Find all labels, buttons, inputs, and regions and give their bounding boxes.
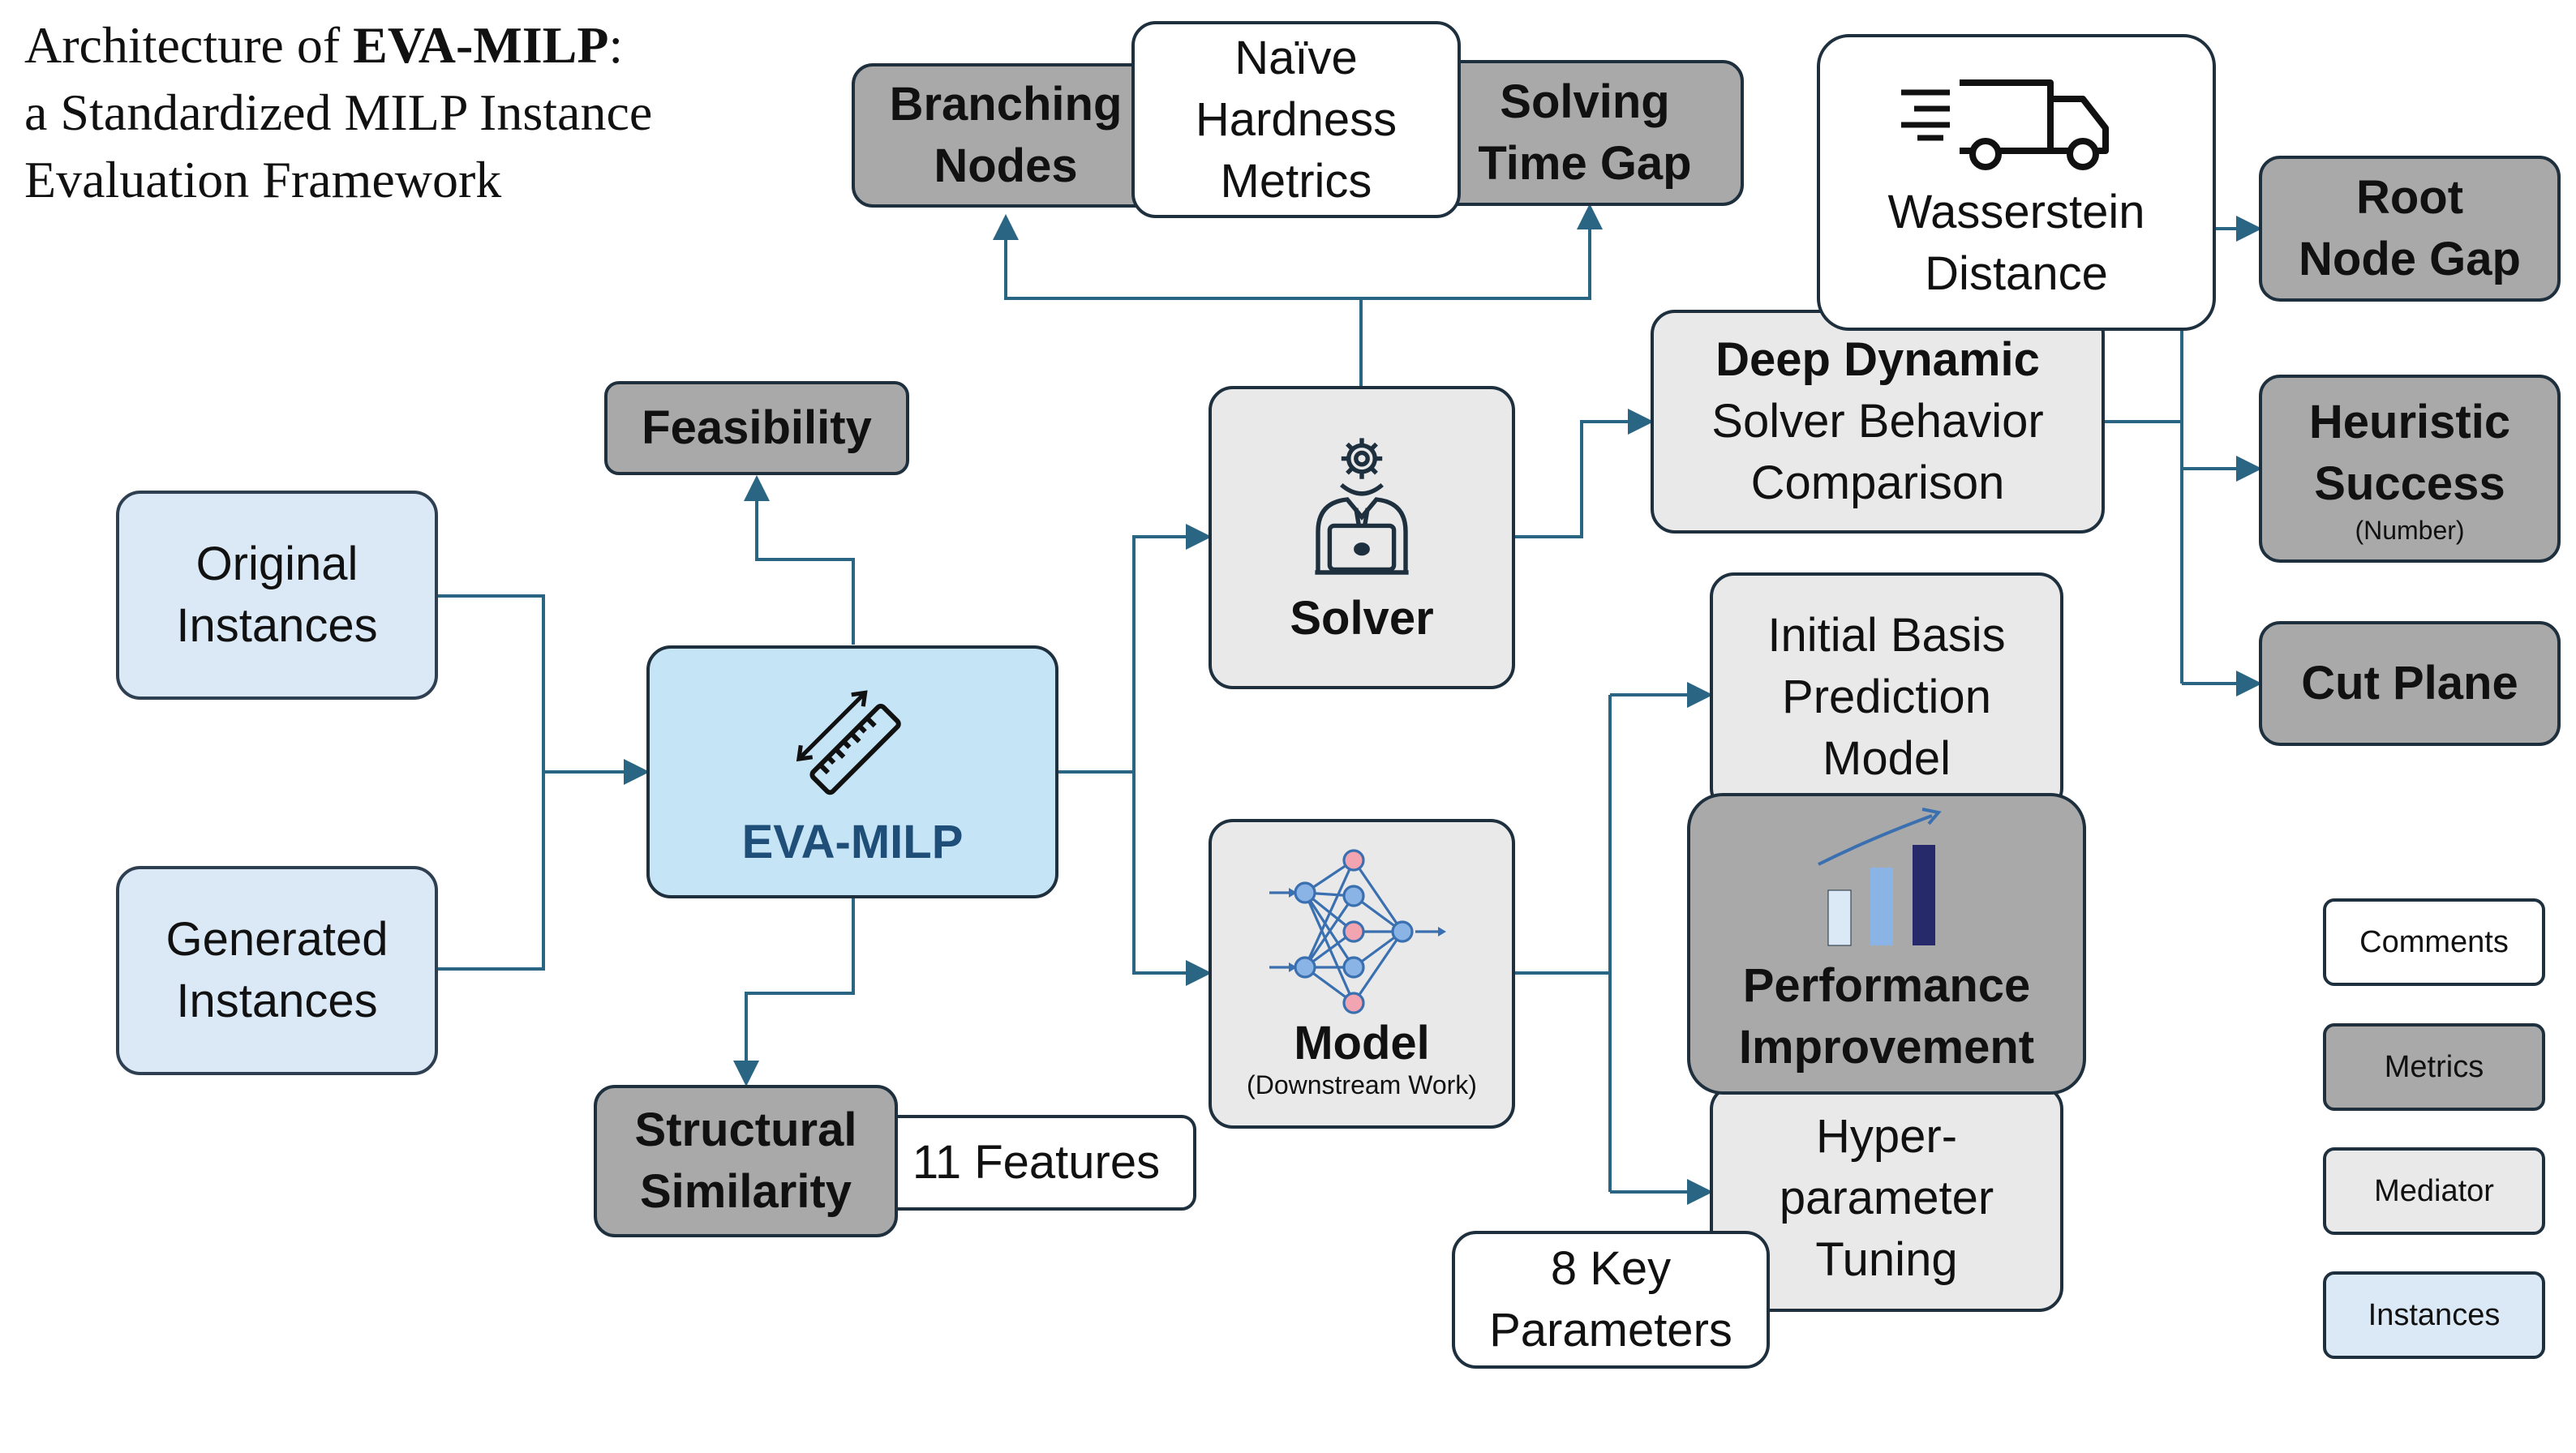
initial-basis-prediction-node: Initial Basis Prediction Model [1710,572,2063,812]
ruler-icon [796,690,901,795]
legend-comments: Comments [2323,898,2545,986]
arrow-solver-to-branching [993,214,1363,386]
generated-instances-node: Generated Instances [116,866,438,1075]
arrow-eva-to-feasibility [744,475,855,645]
neural-network-icon [1269,849,1446,1014]
heuristic-success-node: Heuristic Success (Number) [2259,375,2561,563]
diagram-title: Architecture of EVA-MILP: a Standardized… [24,11,652,213]
arrow-solver-to-deep-dynamic [1515,409,1654,538]
cut-plane-node: Cut Plane [2259,621,2561,746]
title-line-3: Evaluation Framework [24,151,502,208]
naive-hardness-metrics-node: Naïve Hardness Metrics [1131,21,1461,218]
legend-instances: Instances [2323,1271,2545,1359]
solver-node: Solver [1209,386,1515,689]
eva-milp-node: EVA-MILP [646,645,1058,898]
wasserstein-distance-node: Wasserstein Distance [1817,34,2216,331]
bar-chart-icon [1818,808,1942,946]
key-parameters-node: 8 Key Parameters [1452,1231,1770,1369]
model-node: Model (Downstream Work) [1209,819,1515,1129]
solver-label: Solver [1290,592,1434,645]
title-line-2: a Standardized MILP Instance [24,84,653,141]
arrow-eva-to-solver [1058,524,1212,774]
heuristic-sublabel: (Number) [2355,516,2465,545]
performance-improvement-node: Performance Improvement [1687,793,2086,1095]
feasibility-node: Feasibility [604,381,909,475]
branching-nodes-node: Branching Nodes [852,63,1160,208]
legend-metrics: Metrics [2323,1023,2545,1111]
model-label: Model [1294,1017,1430,1069]
solver-person-icon [1315,438,1409,575]
arrow-eva-to-structural [733,898,855,1087]
original-instances-node: Original Instances [116,491,438,700]
instances-connector [438,594,545,971]
eva-milp-label: EVA-MILP [741,816,964,868]
arrow-eva-to-model [1132,772,1212,986]
eleven-features-node: 11 Features [876,1115,1196,1211]
model-sublabel: (Downstream Work) [1247,1070,1477,1099]
structural-similarity-node: Structural Similarity [594,1085,898,1237]
legend-mediator: Mediator [2323,1147,2545,1235]
deep-dynamic-node: Deep Dynamic Solver Behavior Comparison [1651,310,2105,534]
title-line-1: Architecture of EVA-MILP: [24,16,624,74]
solving-time-gap-node: Solving Time Gap [1426,60,1744,206]
root-node-gap-node: Root Node Gap [2259,156,2561,302]
arrow-solver-to-solving-time [1361,204,1603,300]
truck-icon [1901,79,2109,170]
